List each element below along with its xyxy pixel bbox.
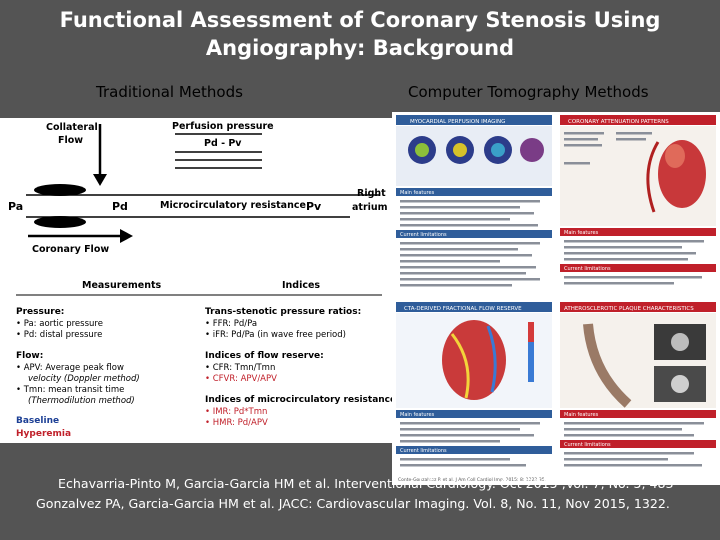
right-atrium-label-2: atrium [352, 202, 388, 213]
panel-3-features-label: Main features [400, 412, 435, 418]
indices-header: Indices [282, 280, 320, 291]
pd-minus-pv-label: Pd - Pv [204, 138, 242, 149]
slide-title: Functional Assessment of Coronary Stenos… [0, 6, 720, 62]
measurements-header: Measurements [82, 280, 161, 291]
flow-heading: Flow: [16, 351, 43, 361]
micro-resistance-label: Microcirculatory resistance [160, 200, 306, 211]
panel-2-limitations-label: Current limitations [564, 266, 611, 272]
figure-source: Conte-Gonzalvez P. et al. J Am Coll Card… [398, 477, 546, 483]
ct-methods-heading: Computer Tomography Methods [408, 83, 649, 101]
citation-line-1: Echavarria-Pinto M, Garcia-Garcia HM et … [58, 476, 674, 491]
ct-four-panel-figure: MYOCARDIAL PERFUSION IMAGING Main featur… [396, 115, 716, 483]
coronary-flow-label: Coronary Flow [32, 244, 109, 255]
right-atrium-label-1: Right [357, 188, 386, 199]
flow-item-4: (Thermodilution method) [28, 396, 135, 406]
panel-2-features-label: Main features [564, 230, 599, 236]
pressure-heading: Pressure: [16, 307, 64, 317]
pd-label: Pd [112, 200, 128, 213]
stenosis-bottom-shape [34, 216, 86, 228]
title-line-2: Angiography: Background [205, 36, 515, 60]
micro-item-2: • HMR: Pd/APV [205, 418, 268, 428]
ffr-color-scale [528, 322, 534, 382]
pressure-item-1: • Pa: aortic pressure [16, 319, 103, 329]
pa-label: Pa [8, 200, 23, 213]
panel-1-limitations-label: Current limitations [400, 232, 447, 238]
baseline-label: Baseline [16, 416, 59, 426]
title-line-1: Functional Assessment of Coronary Stenos… [59, 8, 661, 32]
reserve-item-2: • CFVR: APV/APV [205, 374, 277, 384]
panel-4-features-label: Main features [564, 412, 599, 418]
flow-item-2: velocity (Doppler method) [28, 374, 140, 384]
panel-cta-ffr: CTA-DERIVED FRACTIONAL FLOW RESERVE Main… [396, 302, 552, 483]
panel-attenuation-patterns: CORONARY ATTENUATION PATTERNS Main featu… [560, 115, 716, 285]
ratios-heading: Trans-stenotic pressure ratios: [205, 307, 361, 317]
perfusion-map-4 [520, 138, 544, 162]
coronary-flow-arrow-head-icon [120, 229, 133, 243]
micro-item-1: • IMR: Pd*Tmn [205, 407, 267, 417]
panel-myocardial-perfusion: MYOCARDIAL PERFUSION IMAGING Main featur… [396, 115, 552, 287]
reserve-heading: Indices of flow reserve: [205, 351, 324, 361]
panel-1-title: MYOCARDIAL PERFUSION IMAGING [410, 119, 505, 125]
collateral-label-1: Collateral [46, 122, 98, 133]
ct-methods-figure: MYOCARDIAL PERFUSION IMAGING Main featur… [392, 112, 720, 485]
collateral-label-2: Flow [58, 135, 83, 146]
pv-label: Pv [306, 200, 322, 213]
ratio-item-1: • FFR: Pd/Pa [205, 319, 257, 329]
pressure-item-2: • Pd: distal pressure [16, 330, 102, 340]
hyperemia-label: Hyperemia [16, 429, 71, 439]
collateral-arrow-head-icon [93, 174, 107, 186]
plaque-vessel-shape [583, 323, 632, 408]
panel-4-limitations-label: Current limitations [564, 442, 611, 448]
micro-indices-heading: Indices of microcirculatory resistance: [205, 395, 392, 405]
traditional-methods-figure: Collateral Flow Perfusion pressure Pd - … [0, 118, 392, 443]
perfusion-pressure-label: Perfusion pressure [172, 121, 274, 132]
citation-line-2: Gonzalvez PA, Garcia-Garcia HM et al. JA… [36, 496, 670, 511]
panel-3-title: CTA-DERIVED FRACTIONAL FLOW RESERVE [404, 306, 522, 312]
coronary-vessel-shape [646, 141, 660, 213]
ratio-item-2: • iFR: Pd/Pa (in wave free period) [205, 330, 346, 340]
panel-3-limitations-label: Current limitations [400, 448, 447, 454]
stenosis-top-shape [34, 184, 86, 196]
traditional-methods-heading: Traditional Methods [96, 83, 243, 101]
panel-1-features-label: Main features [400, 190, 435, 196]
coronary-circulation-diagram: Collateral Flow Perfusion pressure Pd - … [8, 121, 392, 439]
panel-4-title: ATHEROSCLEROTIC PLAQUE CHARACTERISTICS [564, 306, 694, 312]
flow-item-1: • APV: Average peak flow [16, 363, 124, 373]
panel-plaque-characteristics: ATHEROSCLEROTIC PLAQUE CHARACTERISTICS M… [560, 302, 716, 467]
reserve-item-1: • CFR: Tmn/Tmn [205, 363, 275, 373]
panel-2-title: CORONARY ATTENUATION PATTERNS [568, 119, 669, 125]
flow-item-3: • Tmn: mean transit time [16, 385, 124, 395]
